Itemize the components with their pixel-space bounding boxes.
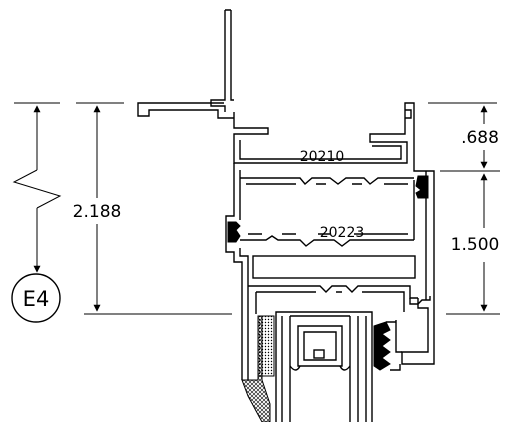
dimension-lower: 1.500 xyxy=(446,173,500,315)
lower-frame-right-clip xyxy=(409,296,431,305)
top-extrusion-inner xyxy=(239,140,402,160)
lower-frame-right xyxy=(395,320,402,353)
setting-block xyxy=(297,325,343,367)
dimension-label-mask xyxy=(68,198,126,224)
lower-frame-top xyxy=(248,285,418,299)
glass-pane-left xyxy=(275,316,291,422)
upper-chamber: 20223 xyxy=(240,177,414,247)
wedge-gasket xyxy=(373,321,401,371)
top-extrusion-body xyxy=(233,102,420,172)
extrusion-20210: 20210 xyxy=(137,9,420,172)
glazing-insulation-crosshatch xyxy=(241,315,271,422)
glass-spacer-top xyxy=(275,311,373,317)
dimension-overall: 2.188 xyxy=(68,102,232,315)
part-number-bottom: 20223 xyxy=(320,225,365,241)
glazing-unit xyxy=(241,311,373,422)
frame-right-wall xyxy=(401,170,435,365)
dimension-value-upper: .688 xyxy=(461,128,499,148)
frame-left-wall xyxy=(225,163,243,380)
glass-pane-right xyxy=(349,316,373,422)
lower-frame xyxy=(247,285,431,380)
section-marker-label: E4 xyxy=(23,287,50,311)
upper-chamber-bottom xyxy=(240,235,414,247)
section-reference-marker: E4 xyxy=(11,102,62,323)
part-number-top: 20210 xyxy=(300,149,345,165)
gasket-left xyxy=(227,221,241,243)
glass-edge-curve xyxy=(289,365,351,371)
gaskets xyxy=(227,175,429,243)
lower-frame-top-inner xyxy=(256,291,405,312)
middle-box xyxy=(252,255,416,279)
dimension-value-lower: 1.500 xyxy=(451,235,500,255)
top-flange xyxy=(210,9,234,112)
frame-inner-left-wall xyxy=(239,170,249,290)
dimension-upper: .688 xyxy=(428,102,500,172)
section-marker-circle xyxy=(11,273,61,323)
top-extrusion-right-leg xyxy=(405,109,412,119)
dimension-value-overall: 2.188 xyxy=(73,202,122,222)
lower-frame-left xyxy=(247,290,257,380)
gasket-upper-right xyxy=(415,175,429,199)
middle-chamber xyxy=(252,255,416,279)
break-line-symbol xyxy=(12,169,62,209)
wedge-gasket-shape xyxy=(373,321,391,371)
wedge-gasket-base xyxy=(386,321,401,371)
setting-block-core xyxy=(313,349,325,359)
frame-walls xyxy=(225,163,435,380)
upper-chamber-top xyxy=(240,177,414,185)
left-hook xyxy=(137,102,234,119)
